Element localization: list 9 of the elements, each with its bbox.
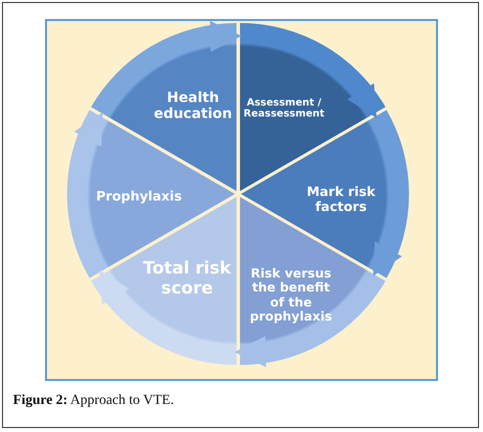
cycle-segment (241, 110, 409, 278)
segment-label: Assessment / Reassessment (242, 97, 326, 120)
segment-label: Risk versus the benefit of the prophylaxis (248, 266, 334, 324)
segment-label: Mark risk factors (306, 186, 376, 216)
figure-caption: Figure 2: Approach to VTE. (13, 393, 174, 409)
segment-label: Prophylaxis (95, 190, 183, 206)
segment-label: Total risk score (142, 259, 232, 299)
segment-label: Health education (152, 90, 234, 122)
cycle-segment (240, 196, 385, 365)
